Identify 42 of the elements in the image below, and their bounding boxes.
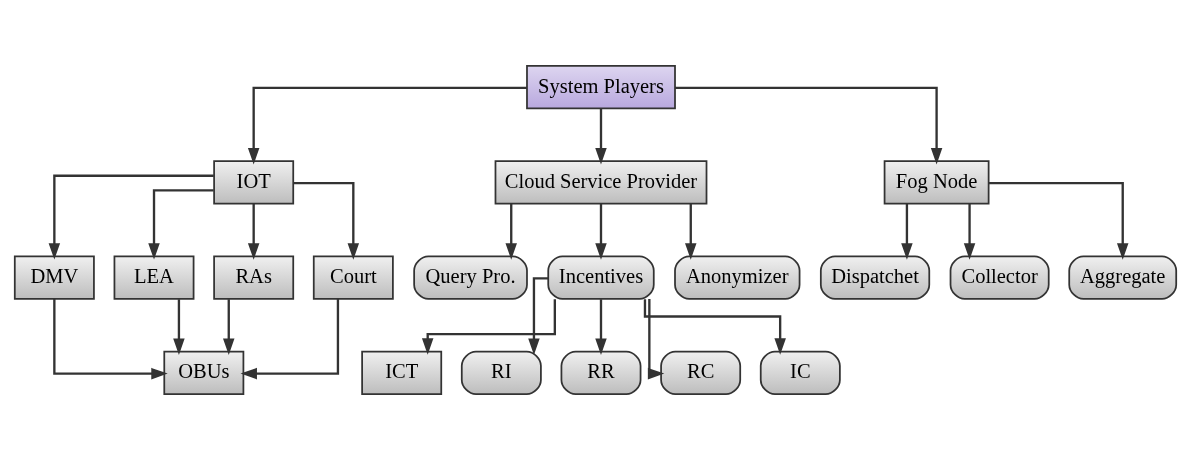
arrow <box>173 298 185 355</box>
arrow <box>675 86 943 164</box>
arrow <box>643 298 786 355</box>
node-box: IC <box>759 350 841 395</box>
arrow <box>148 188 214 260</box>
node-box: RAs <box>213 255 295 300</box>
node-box: OBUs <box>163 350 245 395</box>
node-box: DMV <box>13 255 95 300</box>
arrow <box>988 181 1129 260</box>
node-box: Fog Node <box>883 159 990 204</box>
arrow <box>293 181 360 260</box>
node-box: LEA <box>113 255 195 300</box>
node-box: RC <box>660 350 742 395</box>
node-box: Query Pro. <box>413 255 528 300</box>
node-box: System Players <box>526 64 676 109</box>
arrow <box>901 203 913 260</box>
arrow <box>528 276 549 355</box>
arrow <box>421 298 556 355</box>
arrow <box>48 174 214 260</box>
node-box: IOT <box>213 159 295 204</box>
node-box: Court <box>312 255 394 300</box>
arrow <box>595 298 607 355</box>
arrow <box>53 298 168 379</box>
node-box: Anonymizer <box>674 255 801 300</box>
node-box: Incentives <box>547 255 655 300</box>
arrow <box>595 203 607 260</box>
node-box: RI <box>460 350 542 395</box>
arrow <box>240 298 340 379</box>
arrow <box>505 203 517 260</box>
arrow <box>595 108 607 164</box>
arrow <box>963 203 976 260</box>
node-box: Dispatchet <box>819 255 931 300</box>
arrow <box>223 298 235 355</box>
arrow <box>247 86 527 164</box>
arrow <box>647 298 665 379</box>
node-box: RR <box>560 350 642 395</box>
node-box: Aggregate <box>1068 255 1178 300</box>
arrow <box>685 203 697 260</box>
arrow <box>247 203 260 260</box>
node-box: Cloud Service Provider <box>494 159 708 204</box>
node-box: Collector <box>949 255 1050 300</box>
node-box: ICT <box>361 350 443 395</box>
